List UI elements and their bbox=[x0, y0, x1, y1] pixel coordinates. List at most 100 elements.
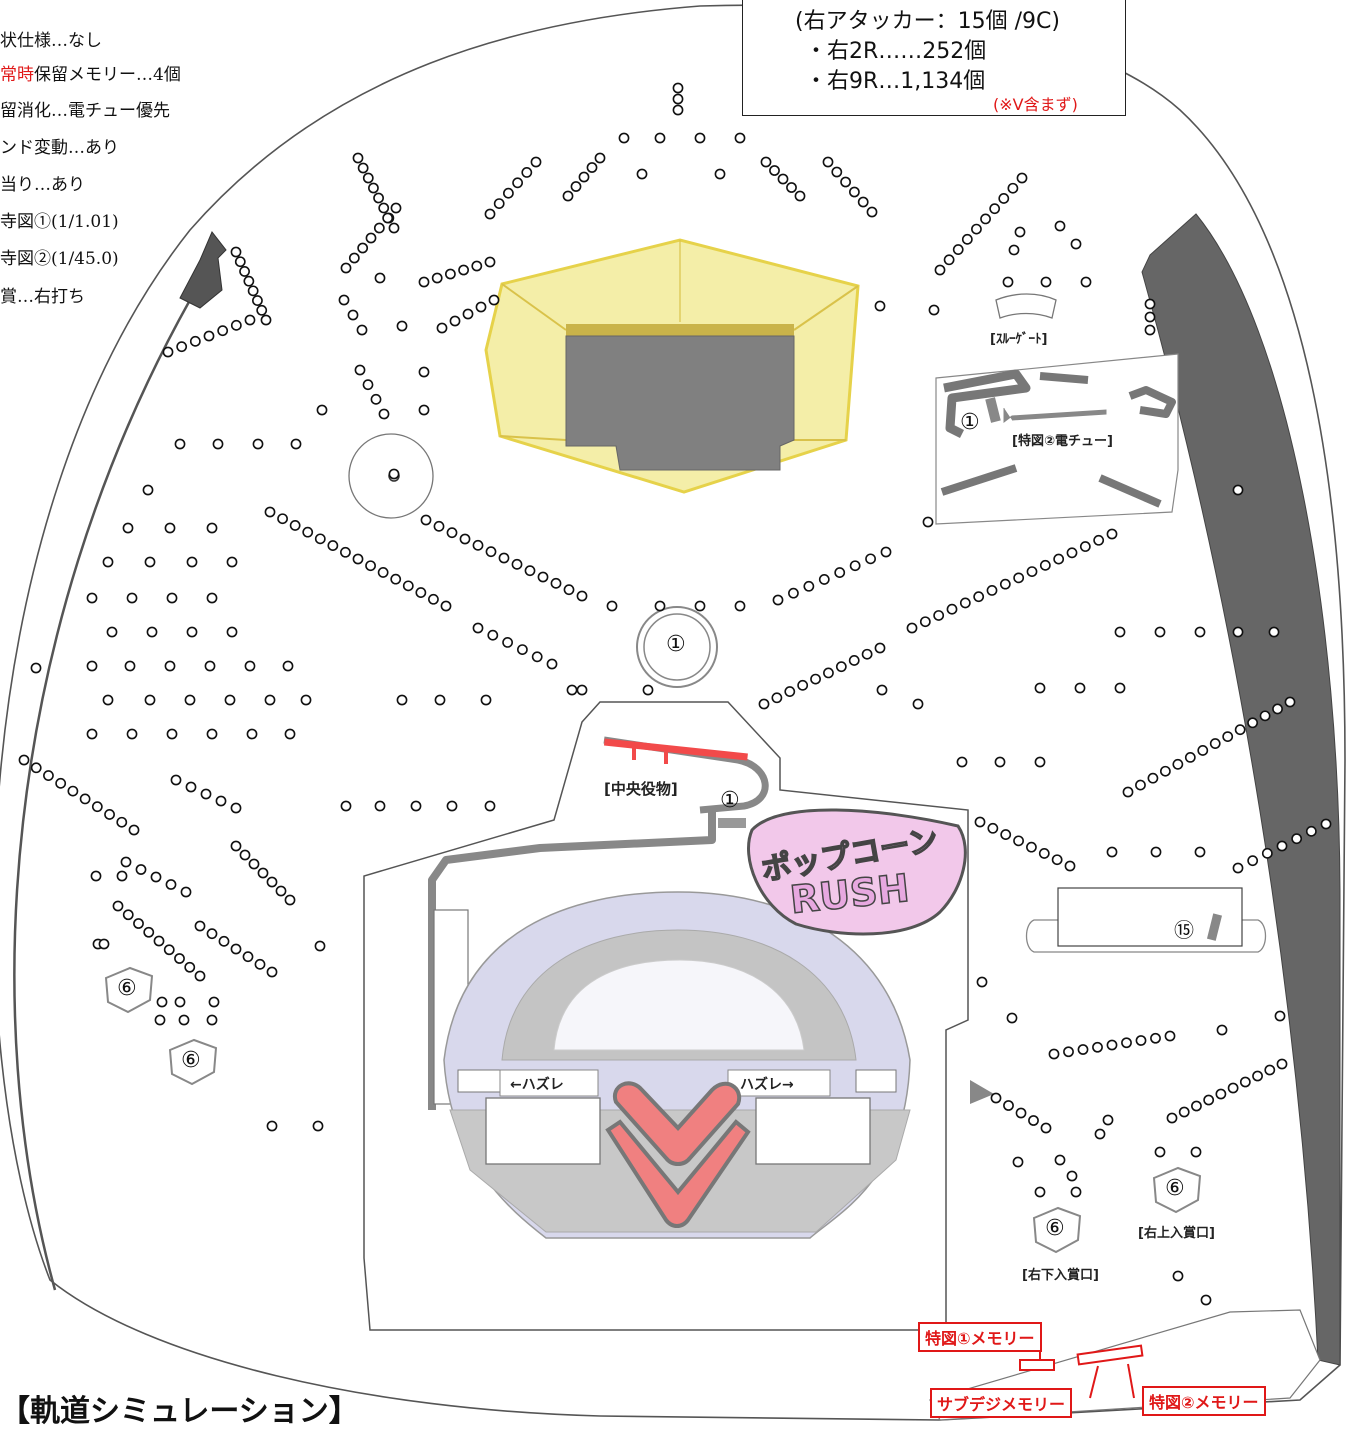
nail bbox=[418, 366, 430, 378]
nail bbox=[217, 325, 229, 337]
nail bbox=[472, 622, 484, 634]
nail bbox=[373, 222, 385, 234]
nail bbox=[446, 800, 458, 812]
nail bbox=[30, 762, 42, 774]
nail bbox=[126, 728, 138, 740]
nail bbox=[1259, 710, 1271, 722]
nail bbox=[106, 626, 118, 638]
nail bbox=[1154, 626, 1166, 638]
nail bbox=[1053, 553, 1065, 565]
nail bbox=[1194, 846, 1206, 858]
nail bbox=[1291, 833, 1303, 845]
nail bbox=[1008, 244, 1020, 256]
nail bbox=[165, 879, 177, 890]
nail bbox=[1080, 276, 1092, 288]
nail bbox=[1144, 298, 1156, 310]
nail bbox=[989, 203, 1001, 215]
nail bbox=[98, 938, 110, 950]
nail bbox=[266, 876, 278, 888]
nail bbox=[857, 196, 869, 208]
nail bbox=[606, 600, 618, 612]
nail bbox=[1064, 860, 1076, 872]
nail bbox=[1034, 682, 1046, 694]
nail bbox=[1000, 829, 1012, 840]
nail bbox=[415, 587, 427, 598]
nail bbox=[1239, 1076, 1251, 1088]
nail bbox=[462, 308, 474, 320]
nail bbox=[576, 590, 588, 602]
nail bbox=[362, 172, 374, 184]
nail bbox=[312, 1120, 324, 1132]
nail bbox=[164, 522, 176, 534]
nail bbox=[208, 996, 220, 1008]
nail bbox=[974, 816, 986, 828]
nail bbox=[521, 166, 533, 178]
nail bbox=[484, 208, 496, 220]
v-chevron-lower bbox=[605, 1119, 751, 1228]
center-red-bar bbox=[603, 738, 748, 761]
nail bbox=[1194, 626, 1206, 638]
nail bbox=[243, 275, 255, 287]
nail bbox=[1234, 724, 1246, 736]
nail bbox=[849, 186, 860, 198]
nail bbox=[502, 187, 514, 199]
nail bbox=[444, 268, 456, 280]
nail bbox=[1015, 1107, 1027, 1119]
nail bbox=[618, 132, 630, 144]
nail bbox=[340, 546, 351, 558]
nail bbox=[247, 285, 259, 297]
nail bbox=[347, 309, 359, 321]
nail bbox=[150, 871, 162, 883]
nail bbox=[734, 132, 746, 144]
nail bbox=[282, 660, 294, 672]
nail bbox=[546, 658, 558, 670]
nail bbox=[402, 580, 414, 592]
nail bbox=[1006, 1012, 1018, 1024]
nail bbox=[352, 553, 364, 565]
spec-line-6: 当り…あり bbox=[0, 175, 85, 195]
nail bbox=[1026, 841, 1037, 853]
nail bbox=[771, 692, 783, 704]
nail bbox=[43, 770, 54, 781]
nail bbox=[976, 976, 988, 988]
nail bbox=[1066, 1170, 1078, 1182]
nail bbox=[956, 756, 968, 768]
nail bbox=[90, 870, 102, 882]
nail bbox=[174, 996, 186, 1008]
nail bbox=[1150, 1032, 1161, 1044]
nail bbox=[180, 886, 192, 898]
nail bbox=[203, 330, 215, 342]
nail bbox=[194, 970, 206, 982]
nail bbox=[1039, 559, 1051, 571]
nail bbox=[480, 694, 492, 706]
nail bbox=[1040, 1122, 1052, 1134]
nail bbox=[1013, 572, 1025, 584]
right-lower-pocket-label: [右下入賞口] bbox=[1022, 1268, 1099, 1283]
nail bbox=[946, 603, 958, 615]
nail bbox=[257, 867, 269, 879]
nail bbox=[327, 540, 339, 551]
nail bbox=[1178, 1106, 1190, 1118]
nail bbox=[1159, 765, 1171, 777]
nail bbox=[266, 1120, 278, 1132]
nail bbox=[865, 553, 876, 565]
nail bbox=[1222, 731, 1234, 743]
center-start-pocket-outer bbox=[636, 606, 718, 688]
nail bbox=[248, 858, 260, 870]
nail bbox=[289, 520, 301, 531]
spec-line-3: 常時保留メモリー…4個 bbox=[0, 60, 181, 85]
nail bbox=[570, 181, 582, 192]
nail bbox=[1305, 825, 1317, 837]
nail bbox=[116, 870, 128, 882]
nail bbox=[200, 788, 212, 800]
nail bbox=[256, 304, 268, 316]
nail bbox=[848, 655, 860, 666]
nail bbox=[244, 660, 256, 672]
nail bbox=[1092, 1041, 1103, 1053]
nail bbox=[1114, 626, 1126, 638]
nail bbox=[1106, 846, 1118, 858]
nail bbox=[431, 272, 443, 284]
nail bbox=[1026, 566, 1038, 577]
nail bbox=[537, 571, 549, 583]
